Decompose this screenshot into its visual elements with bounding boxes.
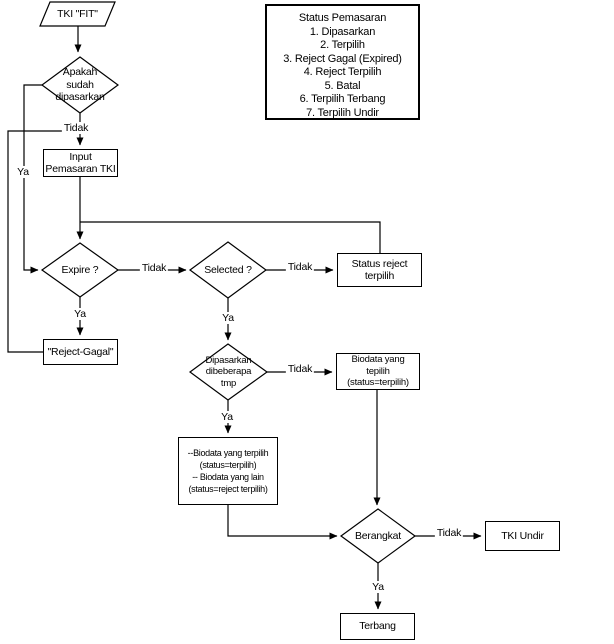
node-status-reject-terpilih: Status reject terpilih [337, 253, 422, 287]
node-dipasarkan-dibeberapa-tmp: Dipasarkan dibeberapa tmp [190, 344, 267, 400]
legend-item-7: 7. Terpilih Undir [306, 106, 379, 119]
node-berangkat-label: Berangkat [354, 529, 402, 542]
node-biodata-tepilih: Biodata yang tepilih (status=terpilih) [336, 353, 420, 390]
edge-label-berangkat-ya: Ya [370, 581, 386, 593]
node-biodata-multi-status: --Biodata yang terpilih (status=terpilih… [178, 437, 278, 505]
edge-label-expire-tidak: Tidak [139, 262, 169, 274]
expire-diamond-shape [40, 242, 120, 298]
node-reject-gagal: "Reject-Gagal" [43, 339, 118, 365]
node-apakah-label: Apakah sudah dipasarkan [55, 66, 105, 104]
edge-label-apakah-ya: Ya [15, 166, 31, 178]
edge-label-selected-tidak: Tidak [285, 261, 315, 273]
legend-item-4: 4. Reject Terpilih [303, 66, 382, 78]
node-berangkat-decision: Berangkat [341, 509, 415, 563]
legend-item-6: 6. Terpilih Terbang [299, 93, 386, 105]
legend-item-1: 1. Dipasarkan [309, 25, 376, 38]
node-tki-undir: TKI Undir [485, 521, 560, 551]
node-selected-label: Selected ? [204, 263, 252, 276]
node-tki-undir-label: TKI Undir [501, 529, 544, 542]
node-apakah-sudah-dipasarkan: Apakah sudah dipasarkan [42, 57, 118, 113]
node-status-reject-label: Status reject terpilih [351, 257, 408, 283]
start-parallelogram-shape [39, 1, 116, 27]
legend-item-2: 2. Terpilih [320, 39, 365, 51]
edge-input-statusreject [80, 221, 381, 253]
dipasarkan-diamond-shape [188, 343, 269, 401]
node-start-label: TKI "FIT" [57, 7, 98, 20]
status-pemasaran-legend: Status Pemasaran 1. Dipasarkan 2. Terpil… [265, 4, 420, 120]
node-start: TKI "FIT" [40, 2, 115, 26]
edge-label-expire-ya: Ya [72, 308, 88, 320]
node-terbang-label: Terbang [359, 620, 396, 633]
edge-label-dipasarkan-ya: Ya [219, 411, 235, 423]
node-terbang: Terbang [340, 613, 415, 640]
edge-biodatamulti-berangkat [227, 505, 338, 540]
apakah-diamond-shape [40, 56, 120, 114]
edge-rejectgagal-loop-input [7, 130, 80, 353]
selected-diamond-shape [188, 241, 268, 299]
berangkat-diamond-shape [339, 508, 417, 564]
edge-label-selected-ya: Ya [220, 312, 236, 324]
legend-item-3: 3. Reject Gagal (Expired) [283, 52, 402, 65]
node-dipasarkan-label: Dipasarkan dibeberapa tmp [205, 354, 252, 389]
legend-item-5: 5. Batal [324, 79, 361, 92]
node-input-label: Input Pemasaran TKI [45, 150, 116, 176]
node-biodata-tepilih-label: Biodata yang tepilih (status=terpilih) [347, 354, 409, 389]
node-biodata-multi-label: --Biodata yang terpilih (status=terpilih… [187, 448, 269, 494]
node-expire-decision: Expire ? [42, 243, 118, 297]
node-selected-decision: Selected ? [190, 242, 266, 298]
edge-label-apakah-tidak: Tidak [61, 122, 91, 134]
edge-label-berangkat-tidak: Tidak [434, 527, 464, 539]
node-reject-gagal-label: "Reject-Gagal" [47, 345, 114, 358]
node-expire-label: Expire ? [61, 263, 99, 276]
edge-label-dipasarkan-tidak: Tidak [285, 363, 315, 375]
node-input-pemasaran-tki: Input Pemasaran TKI [43, 149, 118, 177]
legend-title: Status Pemasaran [298, 12, 387, 24]
